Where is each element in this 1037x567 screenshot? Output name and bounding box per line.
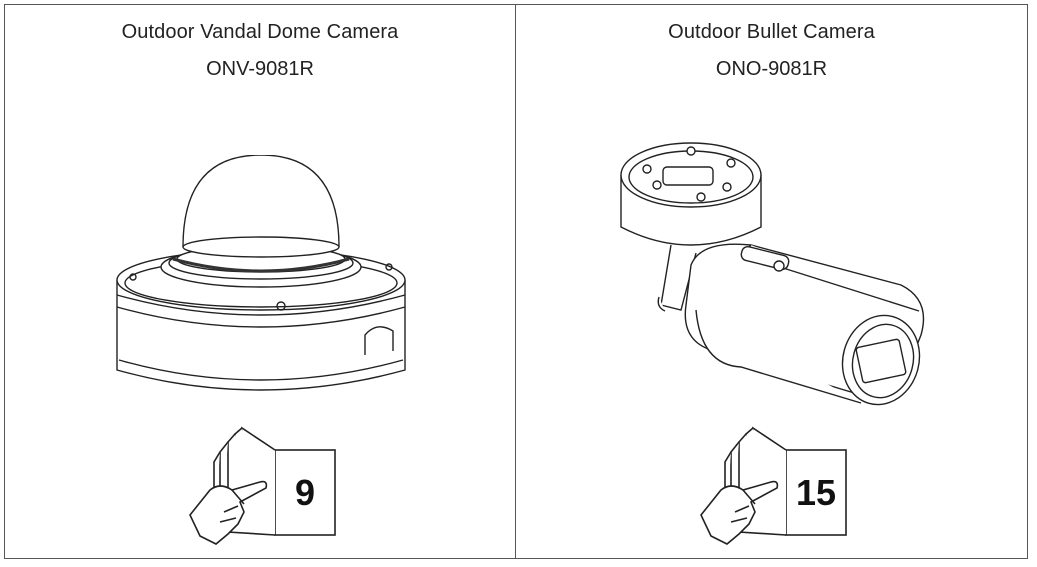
dome-camera-title: Outdoor Vandal Dome Camera xyxy=(121,21,399,43)
bullet-camera-panel: Outdoor Bullet Camera ONO-9081R xyxy=(516,5,1027,558)
dome-camera-model: ONV-9081R xyxy=(206,58,314,80)
dome-page-number: 9 xyxy=(294,472,316,513)
bullet-camera-title: Outdoor Bullet Camera xyxy=(668,21,875,43)
bullet-camera-icon xyxy=(601,135,941,420)
bullet-page-number: 15 xyxy=(795,472,837,513)
dome-camera-icon xyxy=(105,155,415,405)
pointing-hand-book-icon xyxy=(700,426,847,545)
dome-camera-panel: Outdoor Vandal Dome Camera ONV-9081R xyxy=(5,5,516,558)
bullet-page-ref: 15 xyxy=(691,420,851,545)
pointing-hand-book-icon xyxy=(189,426,336,545)
camera-comparison-frame: Outdoor Vandal Dome Camera ONV-9081R xyxy=(4,4,1028,559)
dome-page-ref: 9 xyxy=(180,420,340,545)
bullet-camera-model: ONO-9081R xyxy=(715,58,828,80)
